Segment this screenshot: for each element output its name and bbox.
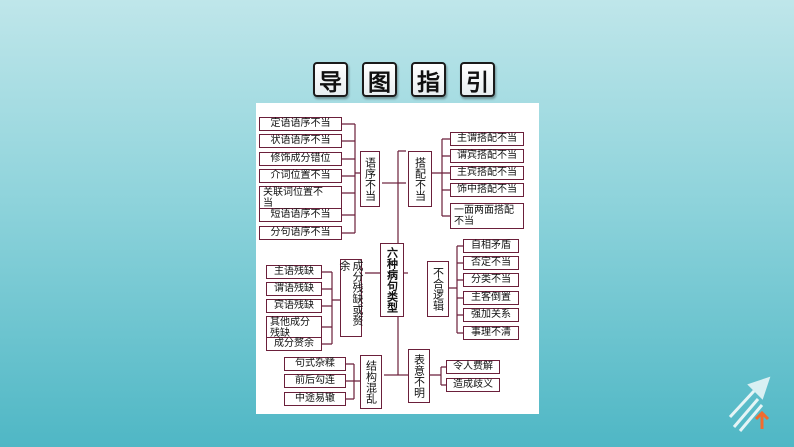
list-item: 饰中搭配不当 [450, 183, 524, 197]
list-item: 谓宾搭配不当 [450, 149, 524, 163]
group-label-meaning: 表意不明 [408, 349, 430, 403]
list-item: 分句语序不当 [259, 226, 342, 240]
list-item: 句式杂糅 [284, 357, 346, 371]
list-item: 主谓搭配不当 [450, 132, 524, 146]
list-item: 分类不当 [463, 273, 519, 287]
title-char: 图 [362, 62, 397, 97]
list-item: 谓语残缺 [266, 282, 322, 296]
list-item: 关联词位置不当 [259, 186, 342, 210]
group-label-structure: 结构混乱 [360, 355, 382, 409]
list-item: 事理不清 [463, 326, 519, 340]
list-item: 短语语序不当 [259, 208, 342, 222]
list-item: 令人费解 [446, 360, 500, 374]
list-item: 宾语残缺 [266, 299, 322, 313]
group-label-word-order: 语序不当 [360, 151, 380, 207]
list-item: 主客倒置 [463, 291, 519, 305]
decorative-arrow-icon [728, 376, 771, 432]
list-item: 自相矛盾 [463, 239, 519, 253]
title-char: 导 [313, 62, 348, 97]
center-node: 六种病句类型 [380, 243, 404, 317]
title-char: 指 [411, 62, 446, 97]
list-item: 中途易辙 [284, 392, 346, 406]
list-item: 强加关系 [463, 308, 519, 322]
list-item: 定语语序不当 [259, 117, 342, 131]
list-item: 造成歧义 [446, 378, 500, 392]
group-label-collocation: 搭配不当 [408, 151, 432, 207]
group-label-logic: 不合逻辑 [427, 261, 449, 317]
list-item: 一面两面搭配不当 [450, 203, 524, 229]
list-item: 前后勾连 [284, 374, 346, 388]
list-item: 状语语序不当 [259, 134, 342, 148]
list-item: 否定不当 [463, 256, 519, 270]
list-item: 成分赘余 [266, 337, 322, 351]
list-item: 其他成分残缺 [266, 316, 322, 340]
list-item: 主语残缺 [266, 265, 322, 279]
title-row: 导 图 指 引 [313, 62, 495, 97]
list-item: 修饰成分错位 [259, 152, 342, 166]
list-item: 介词位置不当 [259, 169, 342, 183]
connector-lines [322, 123, 463, 400]
mind-map-panel: 六种病句类型 语序不当 定语语序不当 状语语序不当 修饰成分错位 介词位置不当 … [256, 103, 539, 414]
group-label-component: 成分残缺或赘余 [338, 259, 364, 337]
list-item: 主宾搭配不当 [450, 166, 524, 180]
title-char: 引 [460, 62, 495, 97]
